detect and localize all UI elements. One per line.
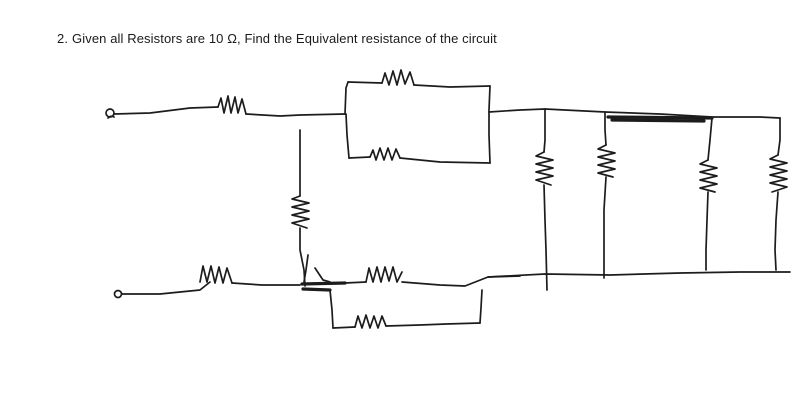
resistor-shunt-2 [597, 111, 616, 279]
terminal-top [105, 108, 115, 119]
question-text: 2.Given all Resistors are 10 Ω, Find the… [57, 31, 497, 46]
resistor-pair-bottom-parallel [329, 266, 521, 329]
resistor-bottom-series [121, 265, 301, 295]
question-body: Given all Resistors are 10 Ω, Find the E… [72, 31, 497, 46]
wire-top-to-right [488, 108, 781, 123]
terminal-bottom [113, 289, 123, 299]
question-number: 2. [57, 31, 69, 46]
resistor-shunt-3 [699, 117, 718, 271]
wire-bottom-rail [487, 271, 791, 278]
resistor-r1-top-series [113, 95, 346, 117]
bottom-junction [300, 267, 347, 292]
resistor-shunt-4 [769, 117, 788, 271]
resistor-pair-top-parallel [344, 69, 491, 164]
resistor-shunt-1 [535, 108, 554, 291]
resistor-vertical-middle [291, 129, 310, 287]
